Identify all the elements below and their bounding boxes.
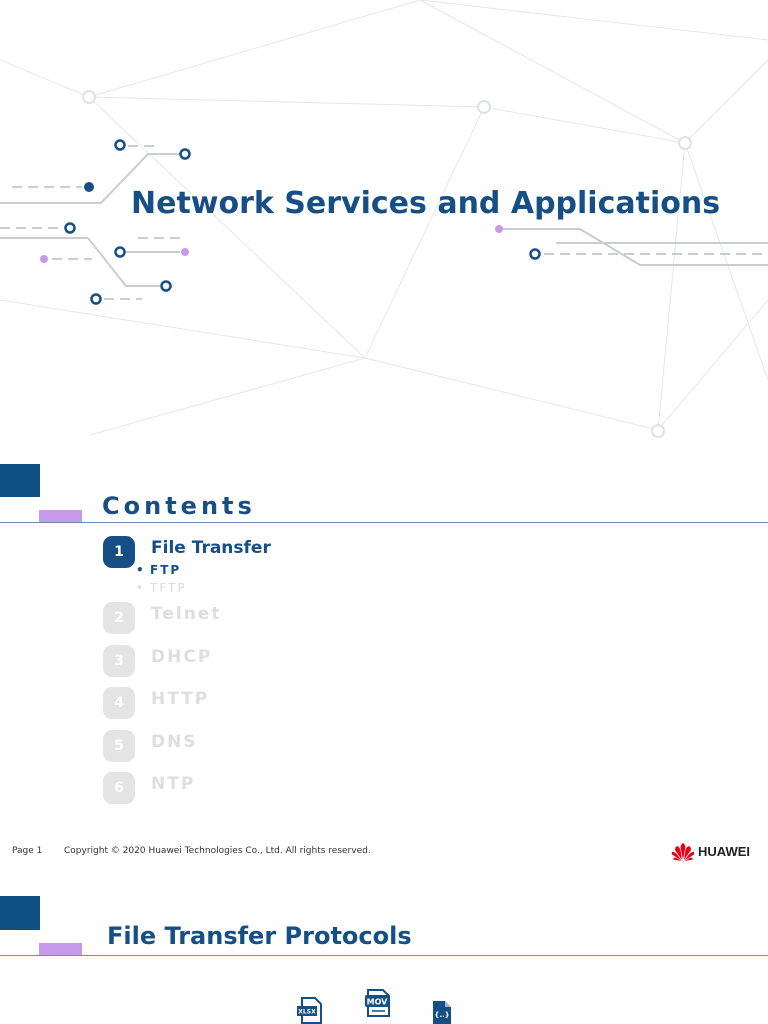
chapter-number-badge: 2	[103, 602, 135, 634]
chapter-label: Telnet	[151, 604, 222, 624]
brand-wordmark: HUAWEI	[698, 844, 750, 859]
huawei-flower-icon	[671, 843, 695, 861]
subitem-tftp[interactable]: • TFTP	[136, 581, 187, 595]
chapter-number-badge: 5	[103, 730, 135, 762]
file-type-label: MOV	[367, 998, 389, 1007]
chapter-label: File Transfer	[151, 538, 271, 558]
file-type-label: XLSX	[298, 1009, 316, 1016]
huawei-logo: HUAWEI	[671, 842, 750, 862]
mov-file-icon[interactable]: MOV	[364, 988, 392, 1018]
chapter-number-badge: 1	[103, 536, 135, 568]
chapter-label: NTP	[151, 774, 196, 794]
chapter-label: DHCP	[151, 647, 213, 667]
json-file-icon[interactable]: {..}	[430, 1000, 454, 1024]
chapter-number-badge: 3	[103, 645, 135, 677]
subitem-ftp[interactable]: • FTP	[136, 563, 181, 577]
xlsx-file-icon[interactable]: XLSX	[296, 996, 324, 1024]
contents-slide: Contents 1 File Transfer • FTP • TFTP 2 Te…	[0, 440, 768, 872]
contents-heading: Contents	[102, 492, 256, 520]
heading-rule	[0, 522, 768, 523]
subitem-label: FTP	[150, 563, 182, 577]
bullet-icon: •	[136, 563, 146, 577]
file-type-label: {..}	[434, 1011, 449, 1019]
bullet-icon: •	[136, 581, 146, 595]
corner-accent-block	[0, 896, 40, 930]
chapter-label: DNS	[151, 732, 198, 752]
chapter-number-badge: 4	[103, 687, 135, 719]
deck-title: Network Services and Applications	[131, 186, 721, 221]
copyright-notice: Copyright © 2020 Huawei Technologies Co.…	[64, 846, 371, 856]
lilac-accent-bar	[39, 943, 82, 956]
ftp-heading: File Transfer Protocols	[107, 922, 412, 950]
chapter-label: HTTP	[151, 689, 210, 709]
page-number: Page 1	[12, 846, 43, 856]
subitem-label: TFTP	[150, 581, 187, 595]
network-background	[0, 0, 768, 438]
title-slide: Network Services and Applications	[0, 0, 768, 440]
chapter-number-badge: 6	[103, 772, 135, 804]
ftp-slide: File Transfer Protocols XLSX MOV {..}	[0, 872, 768, 1024]
corner-accent-block	[0, 464, 40, 497]
heading-rule	[0, 955, 768, 956]
lilac-accent-bar	[39, 510, 82, 523]
